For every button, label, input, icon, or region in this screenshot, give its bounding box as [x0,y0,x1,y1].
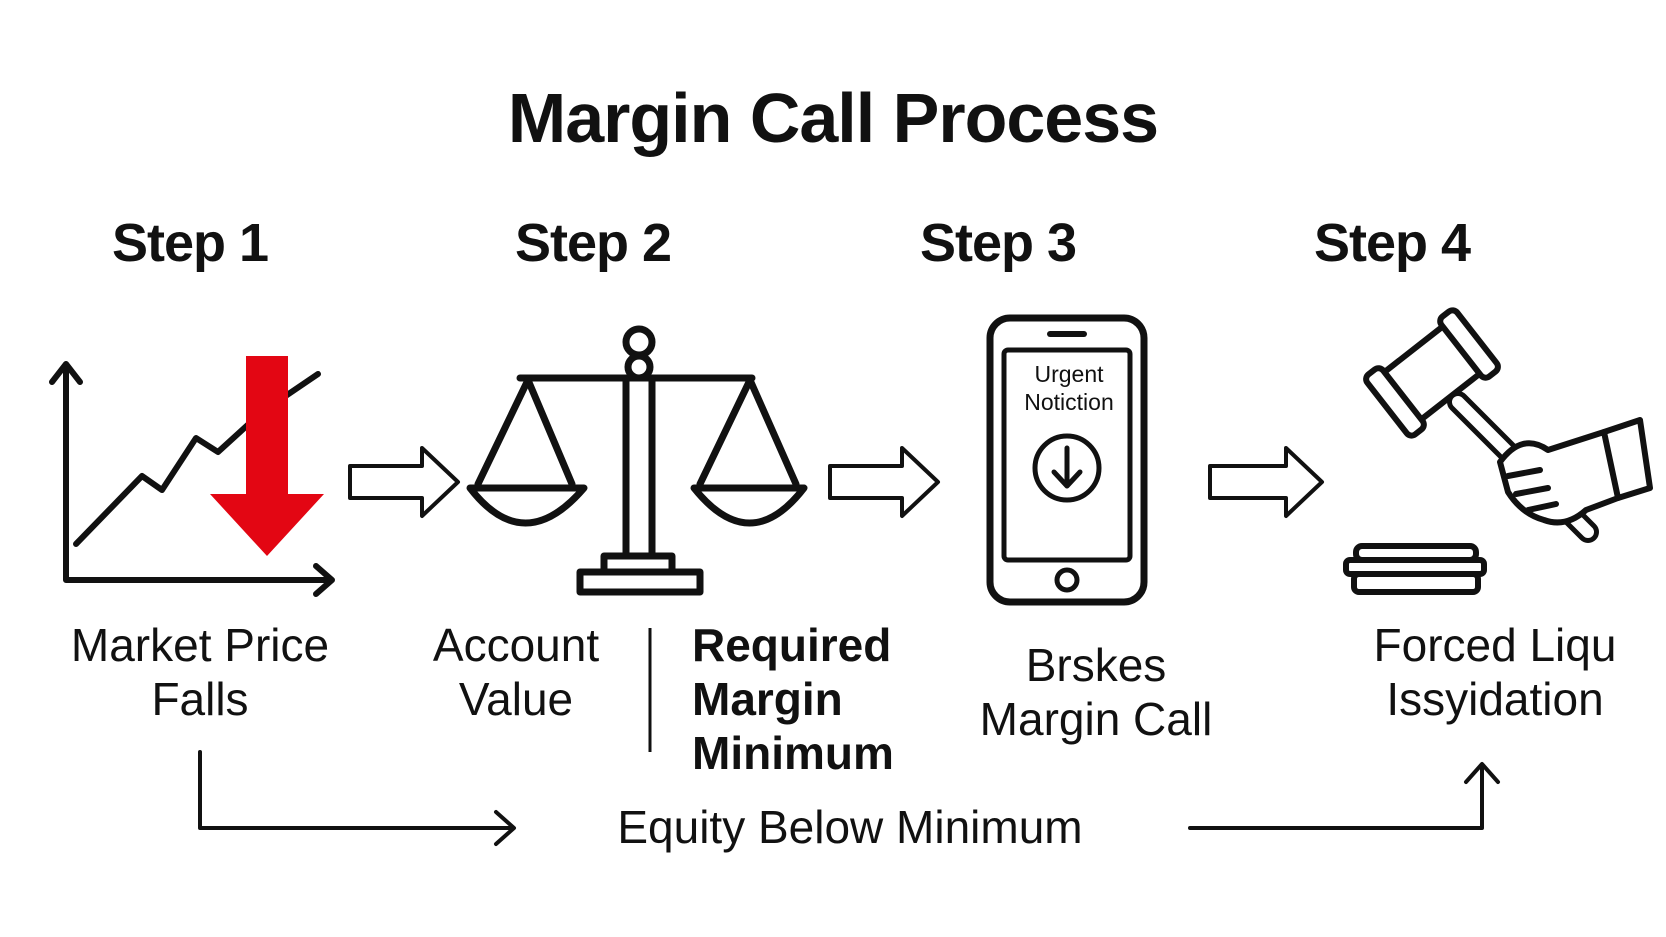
download-circle-icon [1032,433,1102,503]
falling-price-chart-icon [49,356,335,597]
step-1-caption: Market Price Falls [70,619,330,725]
balance-scale-icon [466,325,808,596]
right-arrow-icon [1208,446,1324,518]
flow-arrow-left [198,750,516,846]
phone-text-line-1: Urgent [1034,361,1104,387]
step-3-label: Step 3 [919,213,1077,273]
red-down-arrow-icon [210,356,324,556]
right-arrow-icon [828,446,940,518]
step-3-caption: Brskes Margin Call [979,639,1213,745]
smartphone-notification-icon: Urgent Notiction [986,314,1148,606]
right-arrow-icon [348,446,460,518]
step-2-caption-required-margin: Required Margin Minimum [692,619,894,779]
step-1-label: Step 1 [111,213,269,273]
flow-arrow-right [1188,762,1500,830]
gavel-icon [1343,307,1653,595]
step-4-label: Step 4 [1313,213,1471,273]
step-2-label: Step 2 [514,213,672,273]
flow-label: Equity Below Minimum [617,801,1083,853]
step-2-caption-account-value: Account Value [432,619,600,725]
page-title: Margin Call Process [507,79,1159,157]
step-4-caption: Forced Liqu Issyidation [1373,619,1617,725]
phone-text-line-2: Notiction [1024,389,1113,415]
